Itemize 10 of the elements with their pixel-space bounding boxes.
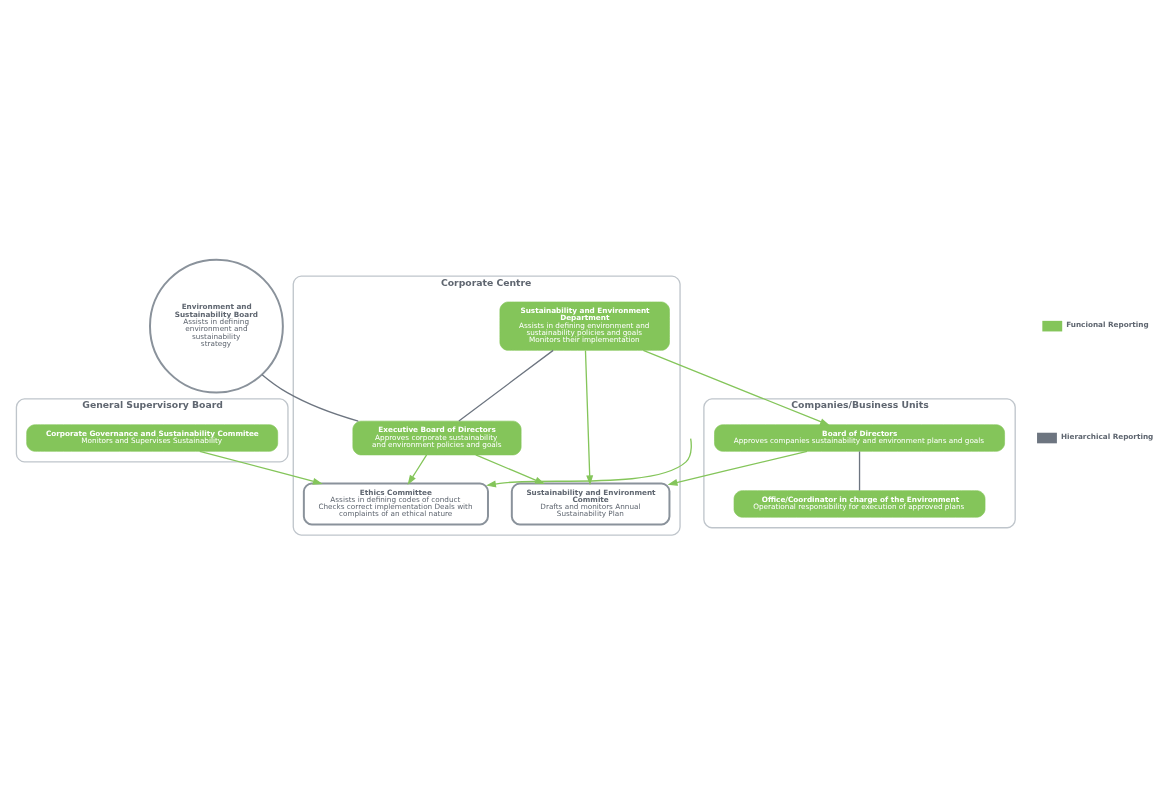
connector [458, 349, 554, 422]
arrow [199, 450, 323, 485]
arrow [475, 453, 545, 484]
connector [858, 450, 861, 491]
arrow [667, 450, 808, 486]
arrow [486, 437, 692, 487]
connector [261, 373, 359, 422]
arrow [584, 349, 594, 485]
arrow [642, 349, 830, 425]
arrow [407, 453, 428, 485]
